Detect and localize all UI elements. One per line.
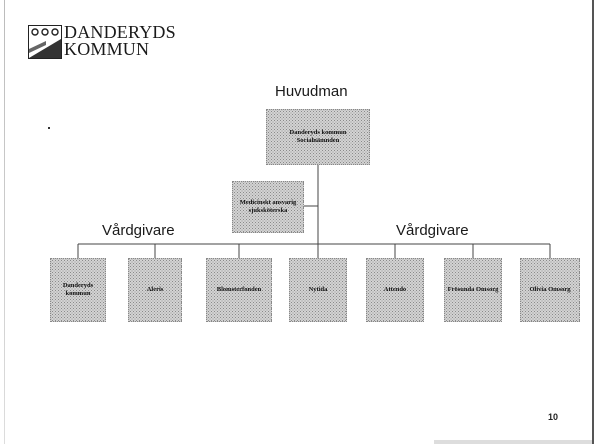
logo-line-2: KOMMUN [64, 39, 150, 59]
page-number: 10 [547, 412, 558, 422]
top-label: Huvudman [275, 83, 348, 100]
stray-mark [48, 127, 50, 129]
left-group-label: Vårdgivare [102, 222, 175, 239]
box-side: Medicinskt ansvarig sjuksköterska [232, 181, 304, 233]
box-top: Danderyds kommun Socialnämnden [266, 109, 370, 165]
provider-box-4: Nytida [289, 258, 347, 322]
provider-box-5: Attendo [366, 258, 424, 322]
provider-box-2: Aleris [128, 258, 182, 322]
logo-line-1: DANDERYDS [64, 22, 176, 42]
provider-box-3: Blomsterfonden [206, 258, 272, 322]
right-group-label: Vårdgivare [396, 222, 469, 239]
logo: DANDERYDS KOMMUN [28, 22, 176, 59]
provider-box-7: Olivia Omsorg [520, 258, 580, 322]
coat-of-arms-icon [28, 25, 62, 59]
provider-box-6: Frösunda Omsorg [444, 258, 502, 322]
provider-box-1: Danderyds kommun [50, 258, 106, 322]
logo-text: DANDERYDS KOMMUN [64, 22, 176, 59]
scan-edge [434, 440, 594, 444]
